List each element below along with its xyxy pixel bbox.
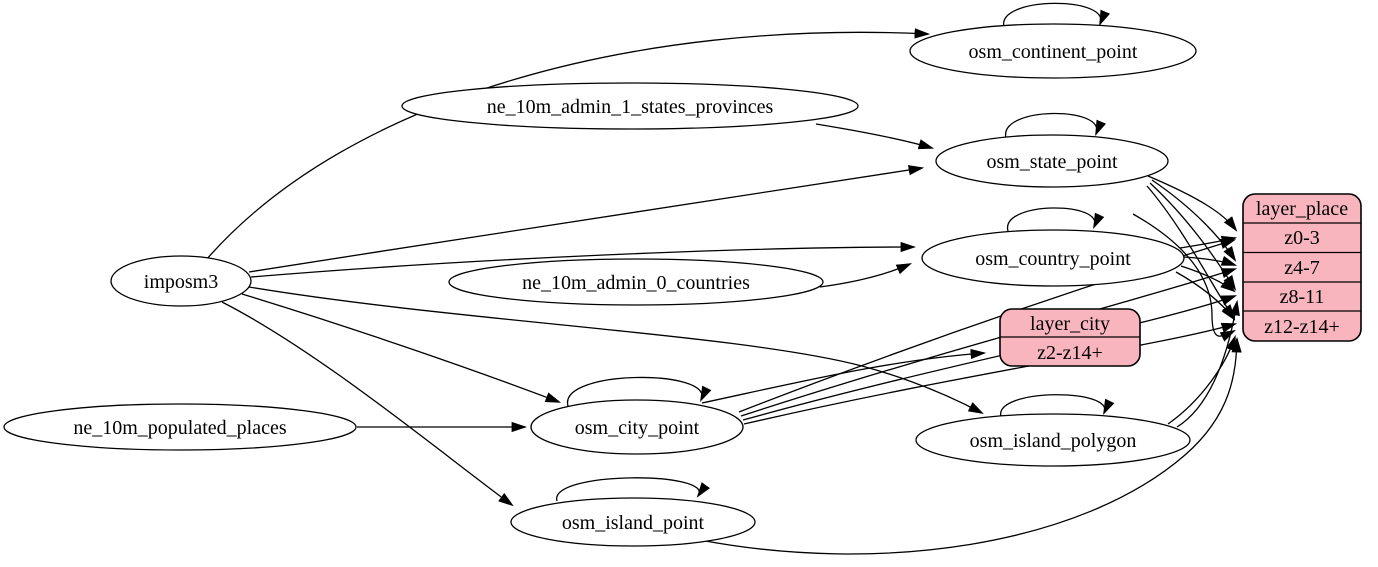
node-ne_10m_admin_1_states_provinces: ne_10m_admin_1_states_provinces: [401, 82, 859, 130]
edge-osm_city_point-layer_place-z4: [740, 268, 1238, 417]
self-loop-osm_state_point: [1005, 112, 1106, 139]
layer_place-row-z4-7: z4-7: [1284, 257, 1320, 279]
osm_island_point-label: osm_island_point: [562, 512, 705, 534]
record-layer_city: layer_city z2-z14+: [999, 308, 1141, 367]
edge-imposm3-osm_island_polygon: [248, 286, 984, 415]
layer_place-box: [1242, 193, 1362, 342]
layer_place-row-z0-3: z0-3: [1284, 227, 1320, 249]
osm_country_point-label: osm_country_point: [975, 248, 1131, 270]
edge-osm_city_point-layer_place-z12: [743, 322, 1238, 425]
edge-osm_country_point-layer_place-z4: [1183, 255, 1238, 266]
node-ne_10m_admin_0_countries: ne_10m_admin_0_countries: [448, 258, 824, 306]
osm_continent_point-ellipse: [909, 23, 1197, 79]
edge-osm_continent_point-layer_place-z12: [1132, 213, 1236, 342]
edge-osm_island_polygon-layer_place-z12: [1167, 334, 1236, 425]
self-loop-osm_continent_point: [1003, 2, 1110, 28]
node-osm_state_point: osm_state_point: [935, 134, 1169, 188]
osm_island_point-ellipse: [510, 497, 756, 547]
edge-imposm3-osm_island_point: [221, 301, 514, 507]
osm_state_point-label: osm_state_point: [986, 151, 1118, 173]
layer_place-row-z8-11: z8-11: [1280, 286, 1325, 308]
edge-osm_country_point-layer_place-z12: [1175, 271, 1236, 321]
node-ne_10m_populated_places: ne_10m_populated_places: [3, 403, 357, 451]
ne_10m_populated_places-label: ne_10m_populated_places: [73, 417, 286, 439]
edge-imposm3-osm_country_point: [250, 241, 917, 278]
imposm3-label: imposm3: [144, 271, 218, 293]
osm_city_point-label: osm_city_point: [575, 417, 700, 439]
osm_continent_point-label: osm_continent_point: [969, 41, 1138, 63]
edge-osm_city_point-layer_place-z0: [738, 239, 1237, 413]
layer_city-title: layer_city: [1030, 313, 1110, 335]
edge-osm_city_point-layer_place-z8: [742, 295, 1238, 421]
edge-osm_island_point-layer_place-z12: [699, 336, 1242, 555]
edge-osm_island_polygon-layer_place-z8: [1176, 299, 1240, 428]
node-layer: imposm3 ne_10m_admin_1_states_provinces …: [3, 23, 1197, 547]
record-layer_place: layer_place z0-3 z4-7 z8-11 z12-z14+: [1242, 193, 1362, 342]
osm_island_polygon-ellipse: [915, 413, 1191, 467]
imposm3-ellipse: [110, 255, 252, 307]
ne_10m_admin_1_states_provinces-label: ne_10m_admin_1_states_provinces: [487, 96, 774, 118]
node-imposm3: imposm3: [110, 255, 252, 307]
edge-ne_10m_admin_0_countries-osm_country_point: [819, 263, 912, 288]
edge-ne_10m_admin_1_states_provinces-osm_state_point: [815, 123, 935, 150]
node-osm_continent_point: osm_continent_point: [909, 23, 1197, 79]
edge-osm_state_point-layer_place-z0: [1147, 175, 1238, 232]
edge-osm_country_point-layer_place-z0: [1179, 235, 1238, 249]
layer_place-title: layer_place: [1256, 198, 1348, 220]
edge-imposm3-osm_city_point: [241, 293, 562, 403]
osm_island_polygon-label: osm_island_polygon: [970, 430, 1137, 452]
osm_state_point-ellipse: [935, 134, 1169, 188]
ne_10m_admin_0_countries-ellipse: [448, 258, 824, 306]
self-loop-osm_country_point: [1007, 207, 1105, 232]
self-loop-osm_island_polygon: [1000, 394, 1115, 418]
osm_city_point-ellipse: [530, 399, 744, 455]
node-osm_island_point: osm_island_point: [510, 497, 756, 547]
layer_place-row-z12-z14: z12-z14+: [1264, 316, 1340, 338]
ne_10m_populated_places-ellipse: [3, 403, 357, 451]
node-osm_island_polygon: osm_island_polygon: [915, 413, 1191, 467]
osm_country_point-ellipse: [921, 229, 1185, 287]
edge-osm_city_point-layer_city-z2: [701, 348, 987, 404]
edge-osm_state_point-layer_place-z4: [1151, 179, 1237, 262]
edge-imposm3-osm_continent_point: [205, 28, 931, 261]
edge-imposm3-osm_state_point: [248, 165, 925, 273]
self-loop-osm_island_point: [556, 477, 710, 502]
ne_10m_admin_1_states_provinces-ellipse: [401, 82, 859, 130]
layer_city-row-z2-z14: z2-z14+: [1037, 342, 1103, 364]
node-osm_country_point: osm_country_point: [921, 229, 1185, 287]
ne_10m_admin_0_countries-label: ne_10m_admin_0_countries: [522, 272, 750, 294]
self-loop-osm_city_point: [567, 376, 712, 407]
edge-osm_country_point-layer_place-z8: [1180, 265, 1236, 293]
node-osm_city_point: osm_city_point: [530, 399, 744, 455]
